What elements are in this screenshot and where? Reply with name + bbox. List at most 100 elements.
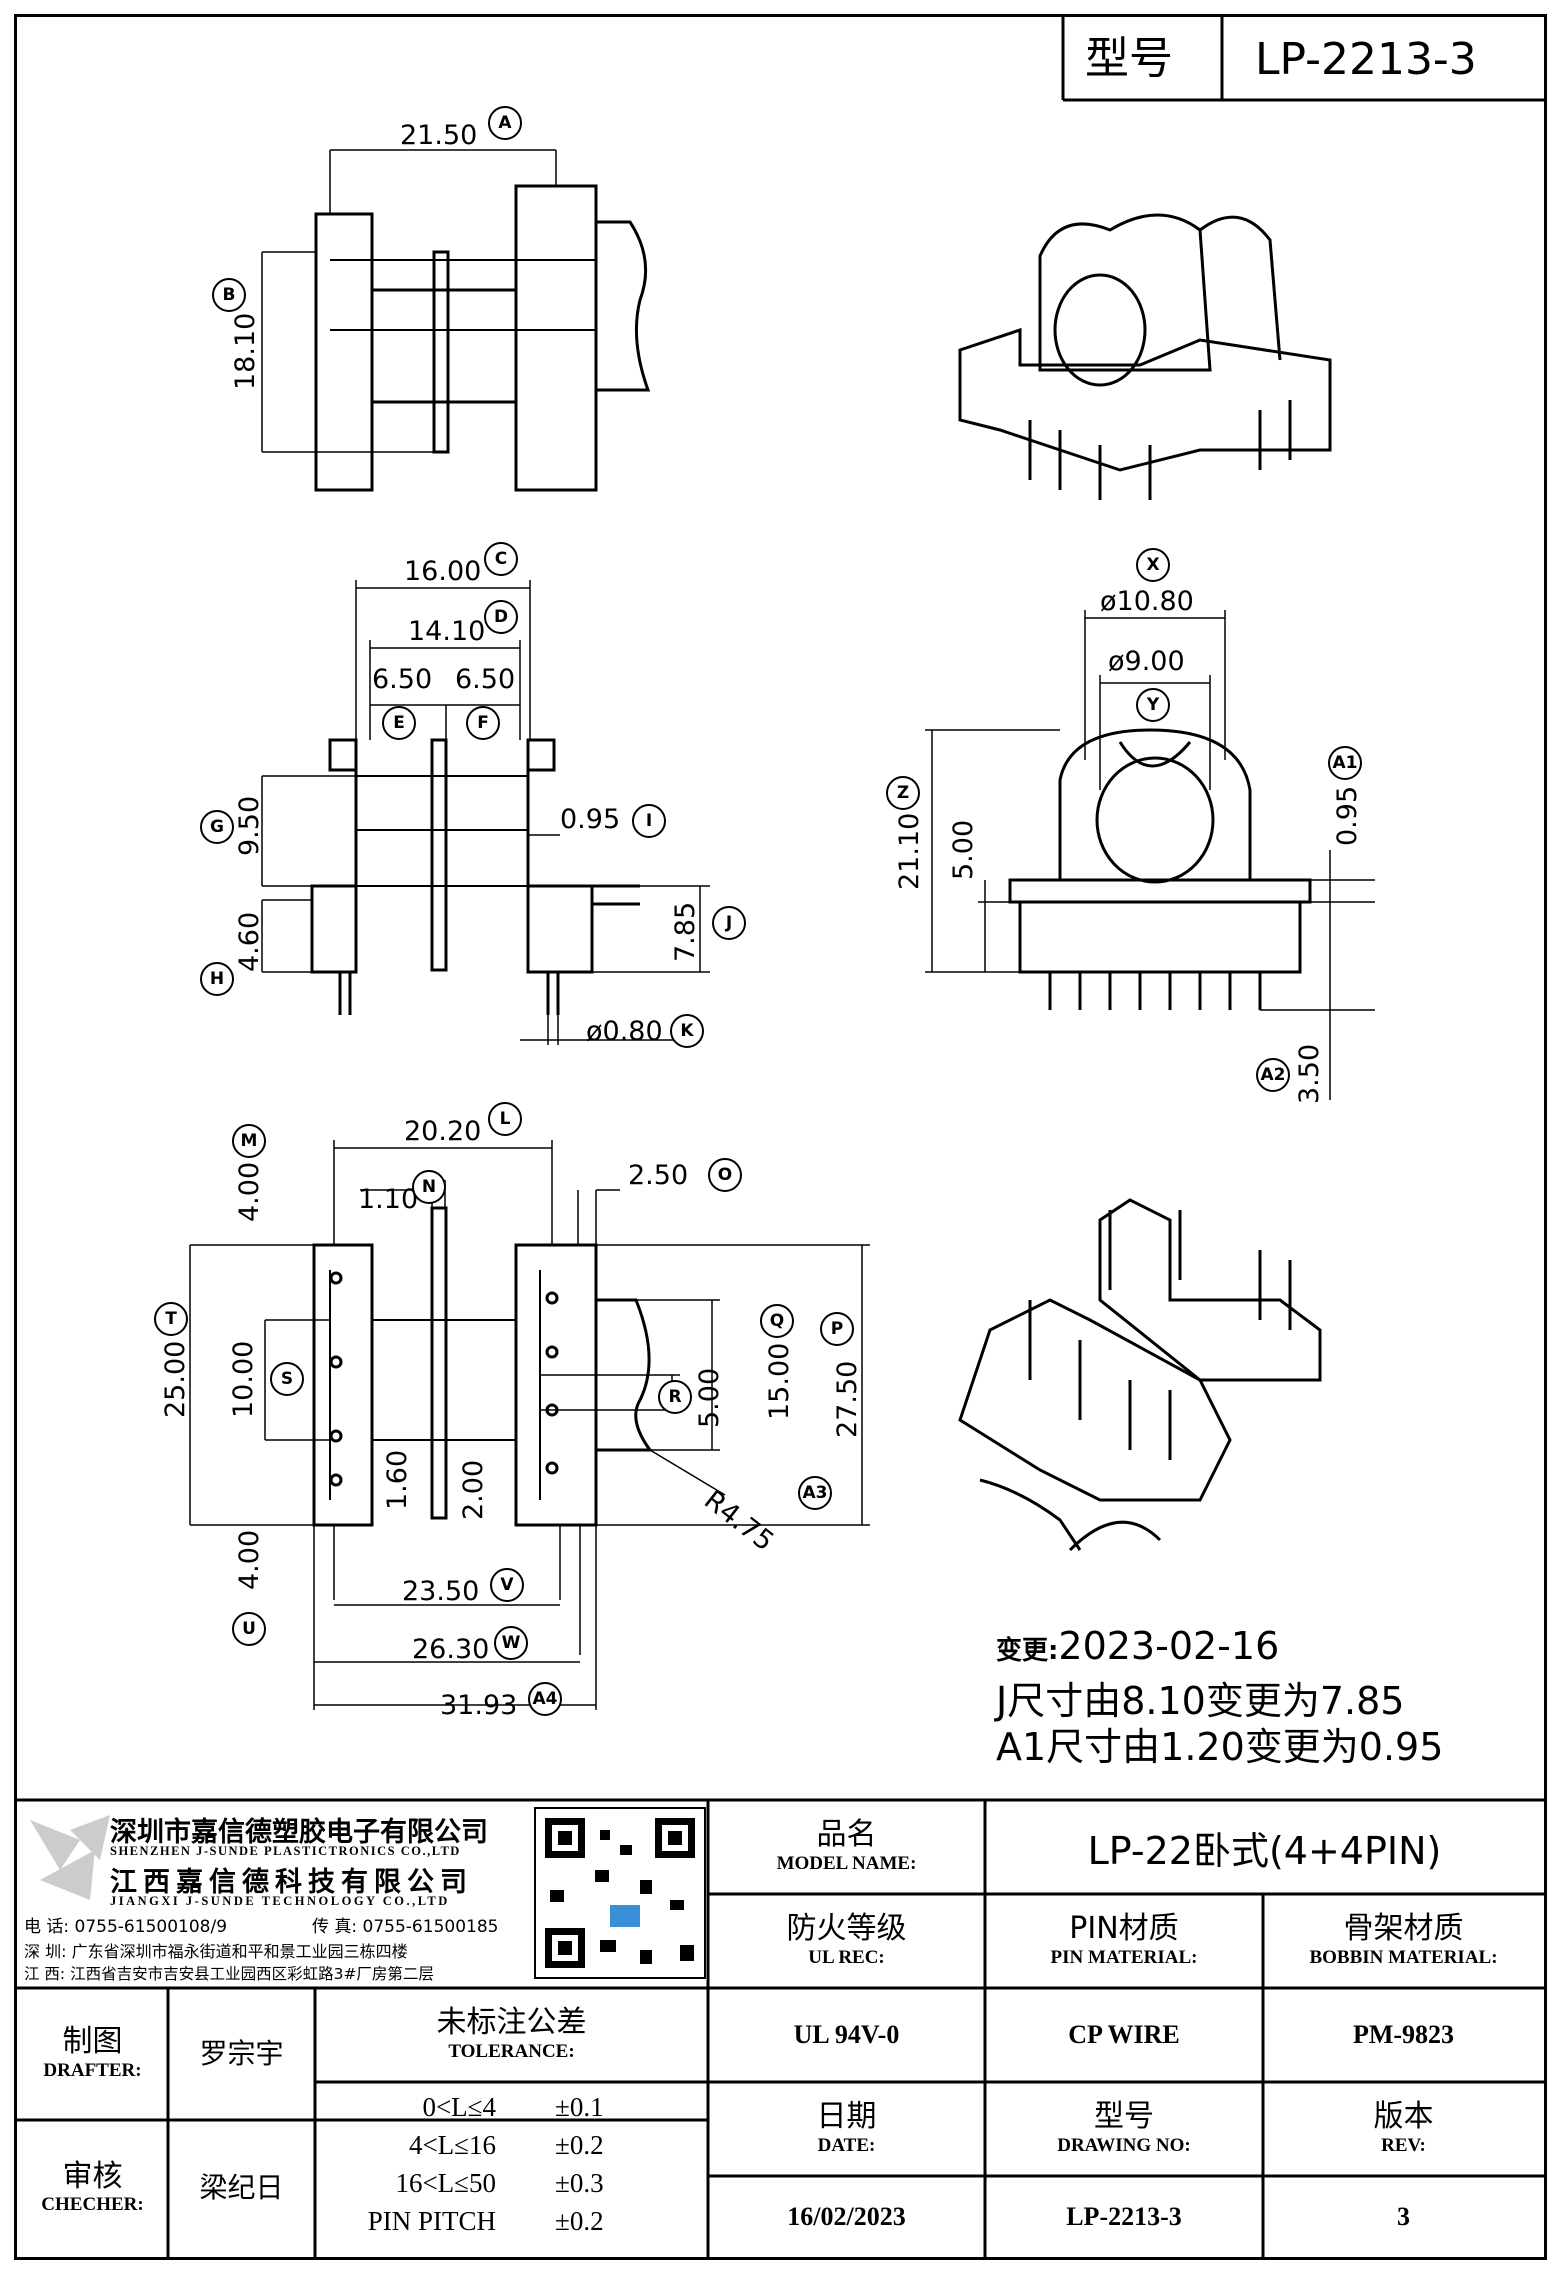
label-j: J <box>712 906 746 940</box>
label-a2: A2 <box>1256 1058 1290 1092</box>
dim-f: 6.50 <box>455 664 516 695</box>
label-n: N <box>412 1170 446 1204</box>
cell-checker-label: 审核 CHECHER: <box>41 2158 144 2216</box>
company-address-jiangxi: 江 西: 江西省吉安市吉安县工业园西区彩虹路3#厂房第二层 <box>24 1965 434 1983</box>
dim-y: ø9.00 <box>1108 646 1185 677</box>
dim-z: 21.10 <box>894 812 925 890</box>
company-name-cn-1: 深圳市嘉信德塑胶电子有限公司 <box>110 1817 488 1848</box>
dim-x: ø10.80 <box>1100 586 1194 617</box>
tolerance-table: 0<L≤4 ±0.1 4<L≤16 ±0.2 16<L≤50 ±0.3 PIN … <box>315 2086 708 2256</box>
label-p: P <box>820 1312 854 1346</box>
title-block-lines <box>17 1798 1544 2257</box>
tolerance-row: 0<L≤4 ±0.1 <box>422 2092 604 2122</box>
dim-500: 5.00 <box>948 819 979 880</box>
company-address-shenzhen: 深 圳: 广东省深圳市福永街道和平和景工业园三栋四楼 <box>24 1942 408 1961</box>
company-name-en-1: SHENZHEN J-SUNDE PLASTICTRONICS CO.,LTD <box>110 1844 461 1858</box>
label-a1: A1 <box>1328 746 1362 780</box>
dim-u: 4.00 <box>234 1529 265 1590</box>
header-model-value: LP-2213-3 <box>1255 34 1477 85</box>
label-a4: A4 <box>528 1682 562 1716</box>
label-q: Q <box>760 1304 794 1338</box>
label-b: B <box>212 278 246 312</box>
dim-o: 2.50 <box>628 1160 689 1191</box>
cell-ul-value: UL 94V-0 <box>793 2020 900 2049</box>
dim-a: 21.50 <box>400 120 478 151</box>
cell-checker-value: 梁纪日 <box>199 2171 284 2205</box>
cell-ul-label: 防火等级 UL REC: <box>786 1911 907 1968</box>
label-x: X <box>1136 548 1170 582</box>
dim-160: 1.60 <box>382 1449 413 1510</box>
label-a3: A3 <box>798 1476 832 1510</box>
company-fax: 传 真: 0755-61500185 <box>312 1917 499 1937</box>
label-m: M <box>232 1124 266 1158</box>
label-d: D <box>484 600 518 634</box>
label-w: W <box>494 1626 528 1660</box>
dim-v: 23.50 <box>402 1576 480 1607</box>
dim-c: 16.00 <box>404 556 482 587</box>
dim-b: 18.10 <box>230 312 261 390</box>
cell-rev-label: 版本 REV: <box>1373 2099 1434 2156</box>
front-view <box>310 738 640 1015</box>
tolerance-row: 16<L≤50 ±0.3 <box>395 2168 604 2198</box>
dim-q: 15.00 <box>764 1342 795 1420</box>
cell-rev-value: 3 <box>1397 2201 1410 2231</box>
cell-bobbin-value: PM-9823 <box>1352 2020 1455 2049</box>
dim-d: 14.10 <box>408 616 486 647</box>
cell-tolerance-label: 未标注公差 TOLERANCE: <box>436 2005 587 2062</box>
dim-a1: 0.95 <box>1332 785 1363 846</box>
cell-bobbin-label: 骨架材质 BOBBIN MATERIAL: <box>1309 1911 1498 1968</box>
dim-n: 1.10 <box>358 1184 419 1215</box>
dim-m: 4.00 <box>234 1161 265 1222</box>
cell-drawing-label: 型号 DRAWING NO: <box>1057 2099 1191 2156</box>
company-phone: 电 话: 0755-61500108/9 <box>24 1917 228 1937</box>
tolerance-row: 4<L≤16 ±0.2 <box>408 2130 604 2160</box>
company-logo <box>30 1815 110 1900</box>
label-r: R <box>658 1380 692 1414</box>
label-i: I <box>632 804 666 838</box>
company-name-en-2: JIANGXI J-SUNDE TECHNOLOGY CO.,LTD <box>110 1894 450 1908</box>
dim-200: 2.00 <box>458 1459 489 1520</box>
cell-date-value: 16/02/2023 <box>787 2201 906 2231</box>
dim-p: 27.50 <box>832 1360 863 1438</box>
label-y: Y <box>1136 688 1170 722</box>
cell-drawing-value: LP-2213-3 <box>1066 2201 1182 2231</box>
side-view <box>1008 728 1312 1010</box>
cell-model-name-label: 品名 MODEL NAME: <box>776 1817 917 1874</box>
dim-r: 5.00 <box>694 1367 725 1428</box>
label-v: V <box>490 1568 524 1602</box>
iso-view-top <box>958 213 1332 500</box>
dim-w: 26.30 <box>412 1634 490 1665</box>
label-g: G <box>200 810 234 844</box>
change-note-j: J尺寸由8.10变更为7.85 <box>996 1679 1405 1723</box>
top-view <box>314 184 651 492</box>
drawing-sheet <box>14 14 1547 2260</box>
dim-a4: 31.93 <box>440 1690 518 1721</box>
cell-date-label: 日期 DATE: <box>816 2099 877 2156</box>
label-a: A <box>488 106 522 140</box>
dim-s: 10.00 <box>228 1340 259 1418</box>
dim-t: 25.00 <box>160 1340 191 1418</box>
bottom-view <box>312 1206 653 1527</box>
label-z: Z <box>886 776 920 810</box>
iso-view-bottom <box>958 1198 1322 1552</box>
cell-pin-value: CP WIRE <box>1068 2020 1180 2049</box>
label-o: O <box>708 1158 742 1192</box>
dim-e: 6.50 <box>372 664 433 695</box>
label-c: C <box>484 542 518 576</box>
label-f: F <box>466 706 500 740</box>
dim-l: 20.20 <box>404 1116 482 1147</box>
dim-i: 0.95 <box>560 804 621 835</box>
cell-drafter-value: 罗宗宇 <box>199 2036 284 2070</box>
label-t: T <box>154 1302 188 1336</box>
label-k: K <box>670 1014 704 1048</box>
cell-pin-label: PIN材质 PIN MATERIAL: <box>1050 1911 1198 1968</box>
tolerance-row: PIN PITCH ±0.2 <box>367 2206 604 2236</box>
label-l: L <box>488 1102 522 1136</box>
label-h: H <box>200 962 234 996</box>
dim-h: 4.60 <box>234 911 265 972</box>
label-u: U <box>232 1612 266 1646</box>
label-e: E <box>382 706 416 740</box>
dim-a2: 3.50 <box>1294 1043 1325 1104</box>
change-note-a1: A1尺寸由1.20变更为0.95 <box>996 1725 1444 1769</box>
header-model-label: 型号 <box>1085 33 1173 84</box>
